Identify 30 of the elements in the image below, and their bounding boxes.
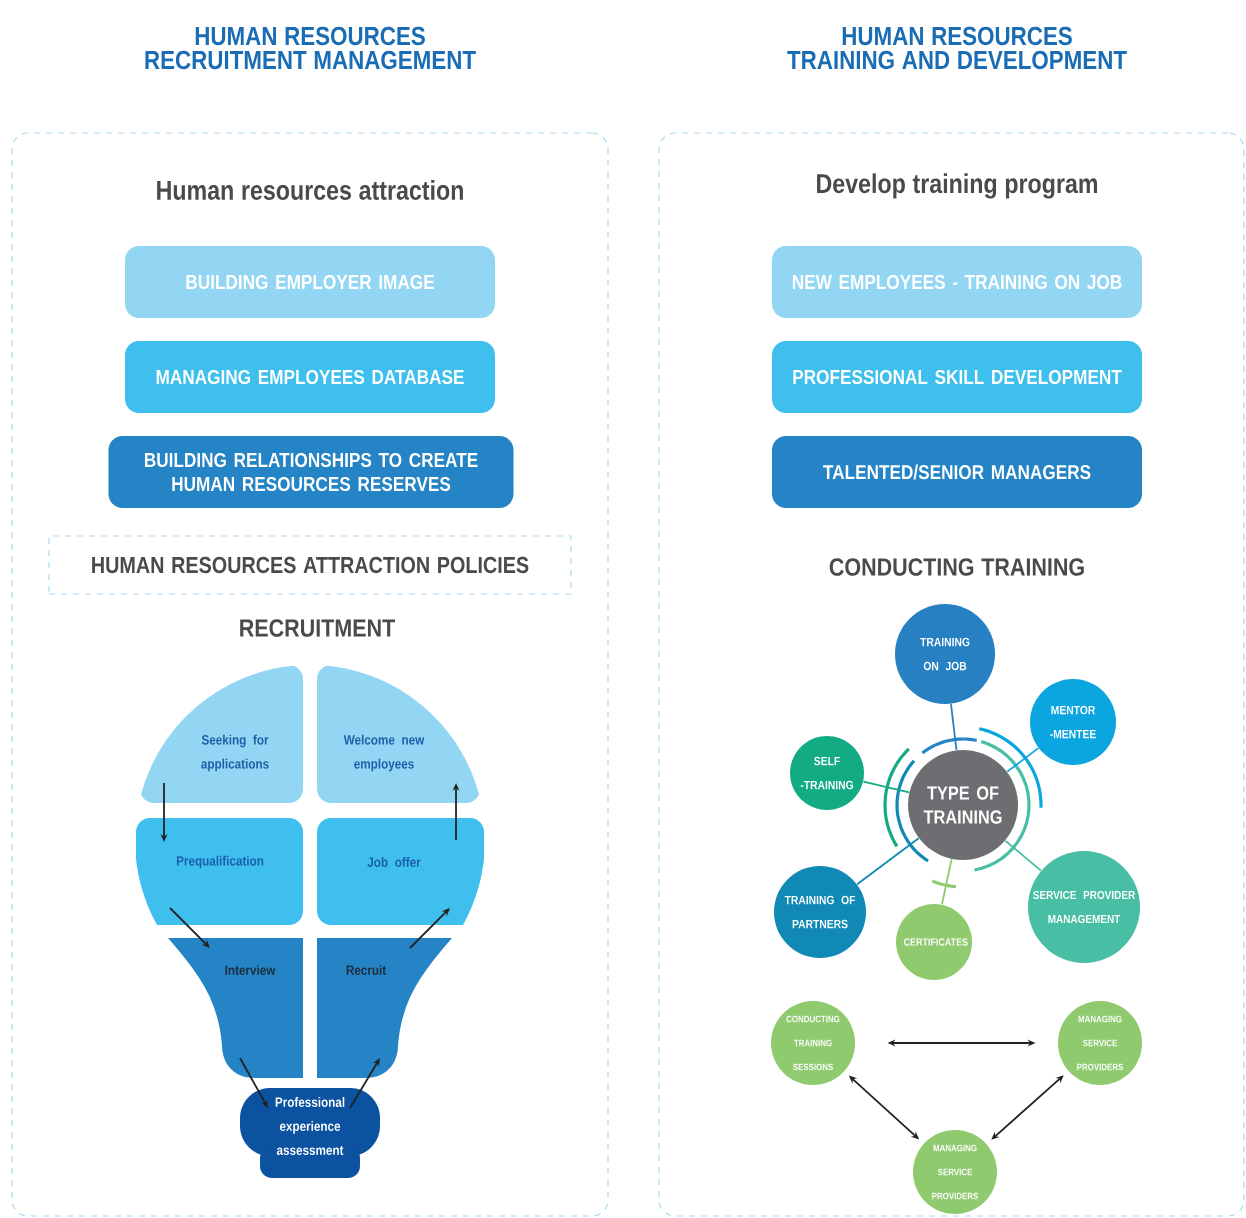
rounded-button: BUILDING EMPLOYER IMAGE <box>125 246 495 318</box>
panel-title: HUMAN RESOURCES RECRUITMENT MANAGEMENT <box>145 26 476 70</box>
bulb-segment: Seeking for applications <box>140 665 303 803</box>
connector-line <box>1006 747 1040 773</box>
panel-heading: Develop training program <box>817 173 1098 199</box>
connector-line <box>941 858 953 906</box>
bulb-segment: Recruit <box>317 938 452 1078</box>
bulb-segment: Prequalification <box>136 818 303 925</box>
connector-line <box>856 837 920 886</box>
connector-line <box>862 780 910 794</box>
arrow <box>409 908 450 949</box>
arrow <box>239 1057 268 1108</box>
connector-line <box>1004 839 1042 872</box>
bulb-segment: Welcome new employees <box>317 665 480 803</box>
rounded-button: MANAGING EMPLOYEES DATABASE <box>125 341 495 413</box>
rounded-button: TALENTED/SENIOR MANAGERS <box>772 436 1142 508</box>
connector-line <box>950 703 958 751</box>
arrow <box>991 1075 1064 1140</box>
bulb-segment: Interview <box>168 938 303 1078</box>
section-heading: RECRUITMENT <box>240 619 395 637</box>
rounded-button: BUILDING RELATIONSHIPS TO CREATE HUMAN RESOURCES RESERVES <box>108 436 514 508</box>
rounded-button: NEW EMPLOYEES - TRAINING ON JOB <box>772 246 1142 318</box>
panel-heading: Human resources attraction <box>157 180 463 200</box>
panel-title: HUMAN RESOURCES TRAINING AND DEVELOPMENT <box>787 26 1127 70</box>
section-heading: CONDUCTING TRAINING <box>829 558 1084 576</box>
dashed-box: HUMAN RESOURCES ATTRACTION POLICIES <box>48 535 572 595</box>
rounded-button: PROFESSIONAL SKILL DEVELOPMENT <box>772 341 1142 413</box>
bulb-segment: Job offer <box>317 818 484 925</box>
bulb-base: Professional experience assessment <box>240 1088 380 1178</box>
arrow <box>349 1058 380 1109</box>
